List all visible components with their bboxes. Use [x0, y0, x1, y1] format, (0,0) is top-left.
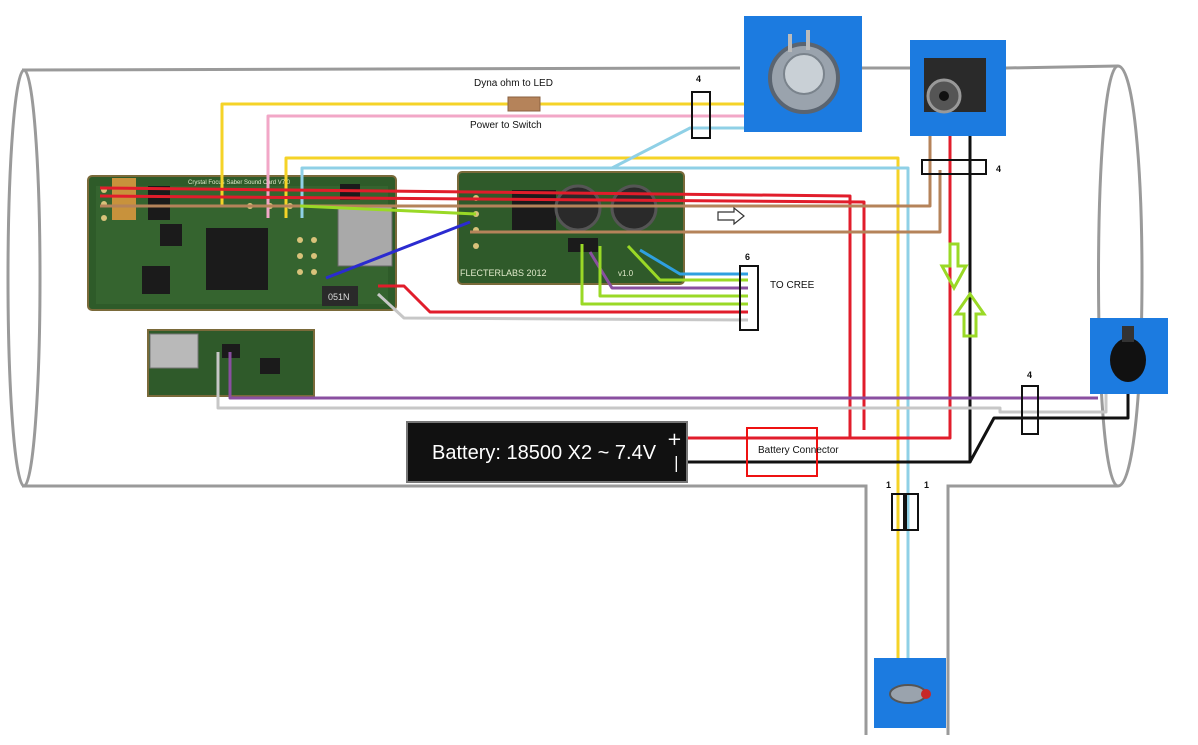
momentary-button-photo [744, 16, 862, 132]
arrows [717, 206, 987, 338]
label-battery-connector: Battery Connector [758, 445, 839, 456]
connector-bottom [1021, 385, 1039, 435]
battery-pack: Battery: 18500 X2 ~ 7.4V + | [406, 421, 688, 483]
label-power-switch: Power to Switch [470, 120, 542, 131]
led-board-version: v1.0 [618, 269, 634, 278]
connector-cree [739, 265, 759, 331]
label-conn-count-cree: 6 [745, 252, 751, 262]
arrow-up-icon [953, 291, 987, 338]
hilt-outline [6, 64, 1144, 735]
tactile-switch-photo [874, 658, 946, 728]
charge-port-photo [910, 40, 1006, 136]
label-conn-count-switch-a: 1 [886, 480, 892, 490]
connector-switch-b [905, 493, 919, 531]
connector-right [921, 159, 987, 175]
battery-label: Battery: 18500 X2 ~ 7.4V [432, 442, 657, 464]
chip-label: 051N [328, 292, 350, 302]
arrow-down-icon [939, 242, 969, 292]
led-driver-board: FLECTERLABS 2012 v1.0 [457, 171, 685, 285]
label-conn-count-bottom: 4 [1027, 370, 1033, 380]
connector-top [691, 91, 711, 139]
label-conn-count-switch-b: 1 [924, 480, 930, 490]
battery-minus: | [673, 453, 679, 472]
connector-switch-a [891, 493, 905, 531]
resistor [507, 96, 541, 112]
battery-connector-box [746, 427, 818, 477]
battery-plus: + [666, 429, 682, 450]
rotary-switch-icon [1110, 338, 1146, 382]
label-dyna-ohm: Dyna ohm to LED [474, 78, 553, 89]
label-conn-count-top: 4 [696, 74, 702, 84]
label-conn-count-right: 4 [996, 164, 1002, 174]
arrow-right-icon [717, 206, 745, 226]
label-to-cree: TO CREE [770, 280, 815, 291]
kill-key-photo [1090, 318, 1168, 394]
led-board-label: FLECTERLABS 2012 [460, 268, 547, 278]
small-push-button-icon [889, 684, 927, 704]
main-board-label: Crystal Focus Saber Sound Card V7.0 [188, 180, 291, 186]
connectors [691, 91, 1039, 531]
